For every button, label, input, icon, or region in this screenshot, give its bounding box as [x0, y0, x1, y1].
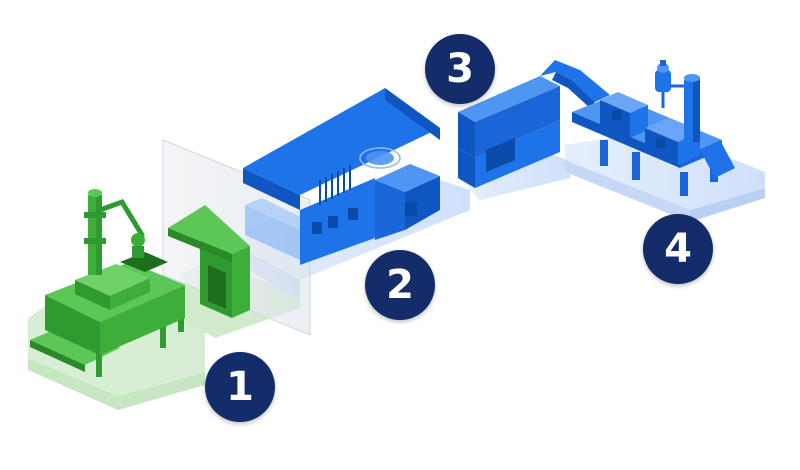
small-tank-cap	[660, 60, 666, 66]
front-panel-box	[348, 208, 358, 220]
top-box-front	[75, 280, 110, 310]
tower-flange	[84, 238, 106, 244]
front-panel-box	[328, 216, 338, 228]
front-tray-edge	[30, 340, 85, 372]
station-badge-label: 1	[226, 364, 254, 410]
machine-3-front	[458, 148, 475, 188]
station-1-machine	[30, 189, 250, 377]
clear-block-front	[245, 205, 300, 260]
vent-slats	[319, 165, 351, 205]
body-cabinet-top	[375, 164, 440, 192]
base-plate-blue-4-edge	[565, 160, 690, 222]
tower-shade	[96, 195, 102, 275]
station-badge-3: 3	[425, 34, 495, 104]
tall-tank-shade	[693, 78, 700, 142]
station-badge-4: 4	[643, 214, 713, 284]
window	[656, 138, 666, 148]
station-3-machine	[458, 60, 610, 188]
cabinet-top	[168, 205, 250, 254]
station-badge-2: 2	[365, 250, 435, 320]
machine-3-top	[458, 76, 560, 122]
station-badge-label: 3	[446, 46, 474, 92]
hood-front	[243, 168, 300, 210]
tall-tank-top	[684, 74, 700, 82]
machine-3-upper-side	[475, 86, 560, 158]
dome	[366, 151, 394, 165]
machine-3-curved	[458, 112, 475, 158]
robot-arm	[97, 198, 145, 238]
tower-top	[88, 189, 102, 197]
machine-body-front	[45, 295, 100, 355]
station-badge-1: 1	[205, 352, 275, 422]
hood-top	[243, 88, 440, 195]
cabinet-window	[208, 265, 226, 310]
window	[612, 110, 622, 120]
station-badge-label: 4	[664, 226, 692, 272]
leg	[600, 140, 608, 166]
station-badge-label: 2	[386, 262, 414, 308]
cabinet-side	[232, 246, 250, 318]
machine-3-side	[475, 120, 560, 188]
conveyor-arch-shade	[552, 72, 595, 108]
body-cabinet-side	[405, 176, 440, 230]
machine-3-window	[486, 138, 515, 172]
leg	[632, 152, 640, 180]
leg	[680, 172, 688, 196]
tank-box-a-side	[630, 105, 648, 138]
body-cabinet-front	[375, 180, 405, 240]
dome-ring	[359, 147, 401, 169]
small-tank	[655, 70, 671, 92]
base-plate-blue-4	[565, 130, 765, 210]
clear-block-top	[245, 198, 315, 230]
front-panel-box	[312, 222, 322, 234]
front-panel-box	[405, 202, 417, 216]
hopper-opening	[120, 252, 168, 272]
leg	[160, 318, 166, 348]
hood-side	[385, 88, 440, 140]
top-box-top	[75, 264, 150, 296]
base-plate-blue-4-edge-right	[690, 188, 765, 222]
cabinet-overhang-front	[168, 228, 232, 262]
station-2-machine	[243, 88, 440, 265]
machine-body-side	[100, 285, 185, 355]
robot-head	[131, 233, 145, 247]
tower-flange	[84, 212, 106, 218]
leg	[96, 345, 102, 377]
top-box-side	[110, 278, 150, 310]
conveyor-arch	[540, 60, 610, 102]
base-plate-green-left	[28, 358, 205, 410]
tank-box-a-top	[600, 92, 648, 113]
station-4-machine	[572, 60, 735, 196]
robot-wrist	[132, 246, 144, 258]
outfeed-chute	[700, 140, 735, 178]
